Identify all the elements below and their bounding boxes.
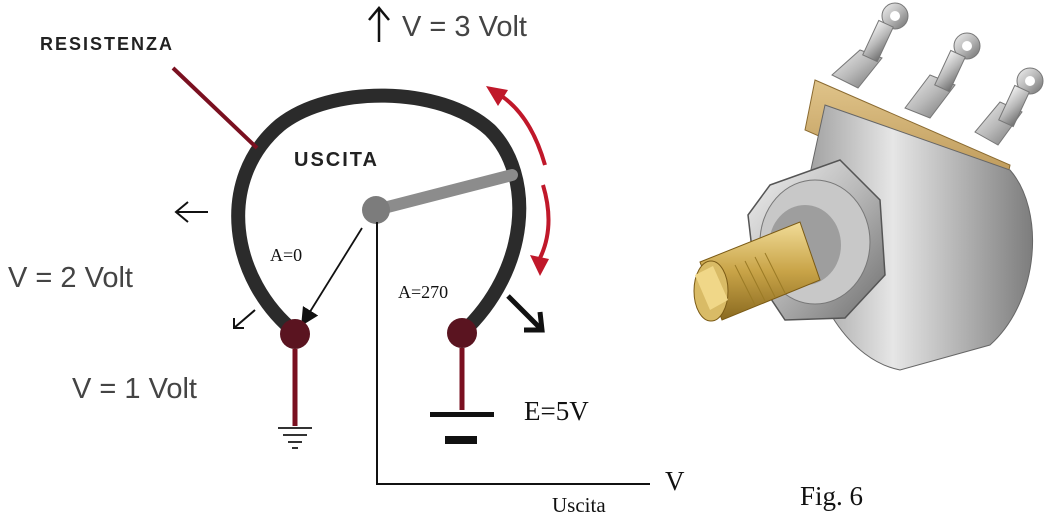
up-arrow-icon <box>368 6 390 42</box>
down-left-arrow-icon <box>233 309 256 329</box>
battery-symbol-icon <box>430 412 494 444</box>
v1-label: V = 1 Volt <box>72 373 197 405</box>
right-terminal <box>447 318 477 348</box>
uscita-label: USCITA <box>294 149 379 171</box>
uscita-small-label: Uscita <box>552 493 606 517</box>
v2-label: V = 2 Volt <box>8 262 133 294</box>
down-right-arrow-icon <box>506 294 545 333</box>
resistenza-pointer-line <box>171 66 259 150</box>
v3-label: V = 3 Volt <box>402 11 527 43</box>
left-terminal <box>280 319 310 349</box>
wiper-arm <box>370 169 518 216</box>
rotation-arrowheads <box>486 86 549 276</box>
rotation-arrows-icon <box>498 93 551 263</box>
ground-symbol-icon <box>278 427 312 449</box>
fig-caption: Fig. 6 <box>800 481 863 511</box>
solder-lug-icon <box>831 2 1044 146</box>
a270-label: A=270 <box>398 282 448 302</box>
v-out-label: V <box>665 466 685 496</box>
output-wire <box>376 222 650 485</box>
resistance-track <box>231 88 527 340</box>
e-label: E=5V <box>524 396 589 426</box>
resistenza-label: RESISTENZA <box>40 34 174 54</box>
a0-arrow <box>301 227 363 327</box>
left-arrow-icon <box>174 201 208 223</box>
a0-label: A=0 <box>270 245 302 265</box>
wiper-pivot <box>362 196 390 224</box>
potentiometer-photo <box>693 2 1044 371</box>
